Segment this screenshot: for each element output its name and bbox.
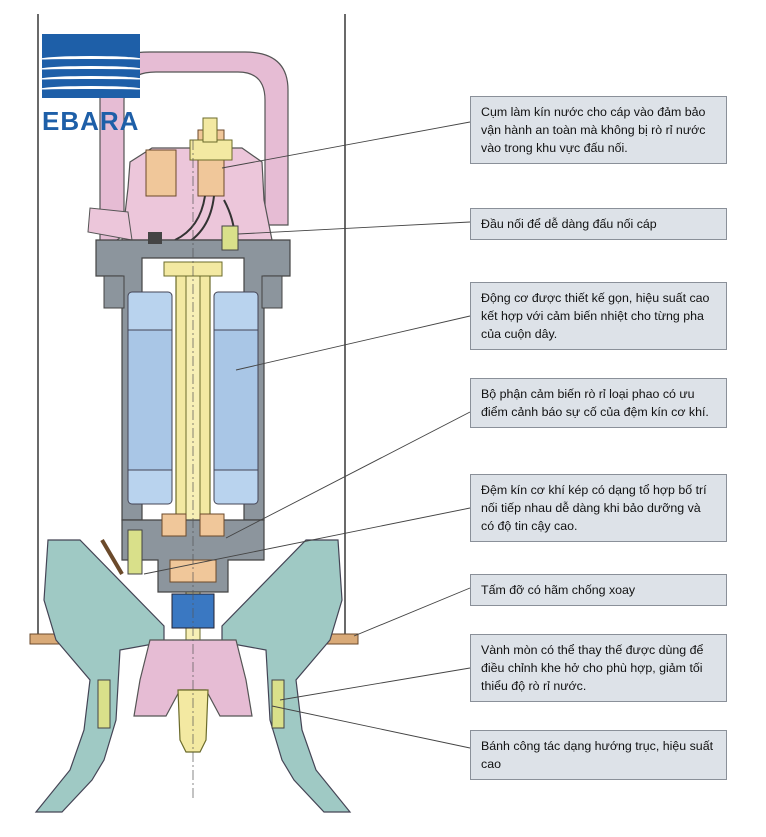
cable-stub <box>202 117 218 143</box>
mechanical-seal-upper-right <box>199 513 225 537</box>
cable-clamp <box>189 139 233 161</box>
leader-leak-sensor <box>225 411 471 539</box>
callout-leak-sensor: Bộ phận cảm biến rò rỉ loại phao có ưu đ… <box>470 378 727 428</box>
cable-gland-housing <box>121 147 273 241</box>
casing-left <box>34 539 165 813</box>
ebara-logo-mark <box>42 34 140 98</box>
housing-flange-right <box>261 275 283 309</box>
leader-wear-ring <box>279 667 471 701</box>
callout-wear-ring: Vành mòn có thể thay thế được dùng để đi… <box>470 634 727 702</box>
callout-impeller: Bánh công tác dạng hướng trục, hiệu suất… <box>470 730 727 780</box>
terminal-cover-left <box>87 207 133 241</box>
callout-anti-rotation: Tấm đỡ có hãm chống xoay <box>470 574 727 606</box>
sensor-arm <box>100 538 124 576</box>
ebara-logo-text: EBARA <box>42 106 140 136</box>
callout-mechanical-seal: Đệm kín cơ khí kép có dạng tổ hợp bố trí… <box>470 474 727 542</box>
cable-connector <box>221 225 239 251</box>
housing-flange-left <box>103 275 125 309</box>
callout-connector: Đầu nối để dễ dàng đấu nối cáp <box>470 208 727 240</box>
wear-ring-left <box>97 679 111 729</box>
mechanical-seal-upper-left <box>161 513 187 537</box>
callout-motor: Động cơ được thiết kế gọn, hiệu suất cao… <box>470 282 727 350</box>
leader-anti-rotation <box>353 587 471 637</box>
ebara-logo: EBARA <box>42 34 142 134</box>
stator-core-left <box>127 329 173 471</box>
leader-motor <box>235 315 471 371</box>
terminal-screw <box>148 232 162 244</box>
leader-connector <box>237 221 471 235</box>
leader-impeller <box>271 705 471 749</box>
wear-ring-right <box>271 679 285 729</box>
float-leak-sensor <box>127 529 143 575</box>
cable-entry-block-left <box>145 149 177 197</box>
casing-right <box>221 539 352 813</box>
stator-core-right <box>213 329 259 471</box>
leader-cable-seal <box>221 121 471 169</box>
cable-core-1 <box>174 195 206 241</box>
leader-mechanical-seal <box>143 507 471 575</box>
callout-cable-seal: Cụm làm kín nước cho cáp vào đảm bảo vận… <box>470 96 727 164</box>
